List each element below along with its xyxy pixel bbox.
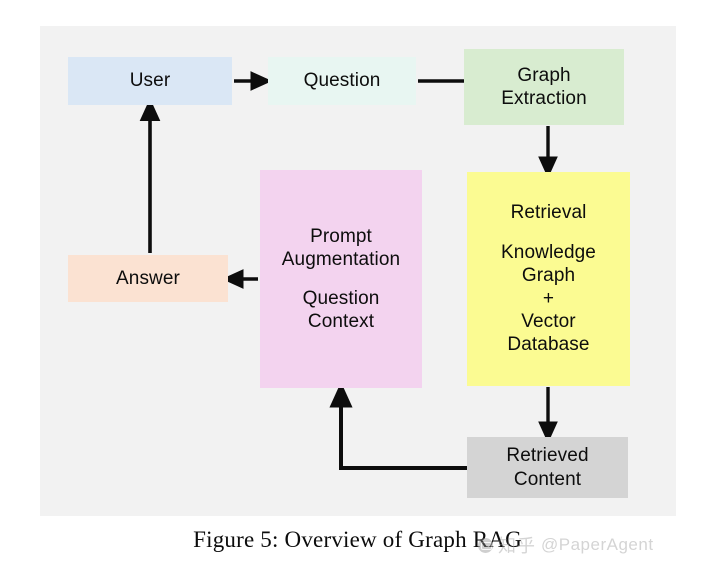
retrieval-line-4: Vector: [521, 311, 576, 333]
user-node-label: User: [129, 70, 171, 92]
question-node-label: Question: [303, 70, 381, 92]
answer-node[interactable]: Answer: [68, 255, 228, 302]
retrieval-node[interactable]: Retrieval Knowledge Graph + Vector Datab…: [467, 172, 630, 386]
retrieval-line-1: Knowledge: [501, 241, 596, 263]
question-node[interactable]: Question: [268, 57, 416, 105]
retrieved-content-line-1: Retrieved: [506, 445, 589, 467]
retrieved-content-line-2: Content: [513, 468, 582, 490]
graph-extraction-line-1: Graph: [517, 64, 571, 86]
retrieval-title: Retrieval: [510, 202, 587, 224]
answer-node-label: Answer: [116, 267, 180, 289]
retrieval-line-5: Database: [507, 334, 590, 356]
prompt-line-1: Prompt: [310, 225, 372, 247]
graph-extraction-node[interactable]: Graph Extraction: [464, 49, 624, 125]
retrieval-line-2: Graph: [521, 264, 576, 286]
watermark-handle: @PaperAgent: [541, 535, 654, 554]
prompt-line-3: Question: [302, 288, 380, 309]
prompt-line-2: Augmentation: [281, 248, 401, 270]
zhihu-logo-icon: [478, 537, 493, 553]
watermark-site: 知乎: [498, 536, 536, 556]
watermark: 知乎 @PaperAgent: [478, 532, 654, 558]
edge-retrieved-content-to-prompt: [329, 382, 467, 470]
retrieved-content-node[interactable]: Retrieved Content: [467, 437, 628, 498]
retrieval-line-3: +: [542, 288, 555, 309]
figure-caption: Figure 5: Overview of Graph RAG: [193, 527, 522, 552]
graph-extraction-line-2: Extraction: [501, 88, 587, 109]
figure-panel: User Question Graph Extraction Retrieval…: [40, 26, 676, 516]
user-node[interactable]: User: [68, 57, 232, 105]
prompt-line-4: Context: [307, 311, 375, 333]
prompt-augmentation-node[interactable]: Prompt Augmentation Question Context: [260, 170, 422, 388]
